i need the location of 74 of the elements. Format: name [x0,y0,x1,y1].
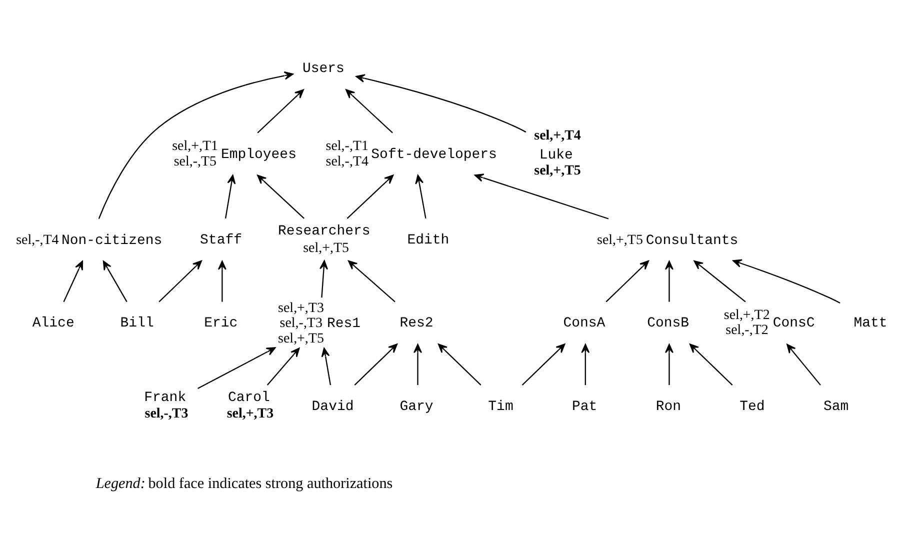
arrow [413,344,422,386]
node-label: sel,+,T4 [534,128,580,144]
node-label: sel,+,T5 [302,241,348,256]
arrow [580,344,590,386]
arrow [320,348,331,386]
arrow [355,74,526,133]
arrow [319,260,328,298]
node-label: sel,+,T5 [534,164,580,179]
node-text: Ted [739,398,764,415]
node-text: Res1 [326,316,360,332]
node-label: sel,-,T3 [144,406,188,422]
node-text: Researchers [278,224,370,240]
arrow [256,174,304,219]
node-text: Gary [399,398,433,415]
node-text: Tim [488,398,513,415]
node-label: sel,+,T5 [278,331,324,346]
node-text: Ron [655,398,680,415]
node-text: Carol [227,390,270,406]
node-label: sel,+,T1 [172,139,218,154]
node-label: sel,+,T5 [596,232,642,248]
arrow [98,71,293,219]
arrow [345,89,392,134]
node-text: Edith [406,232,449,248]
node-text: ConsC [772,316,814,332]
node-label: sel,-,T4 [325,154,368,170]
node-text: Non-citizens [61,232,162,249]
node-text: David [311,398,354,415]
arrow [521,344,565,386]
node-label: sel,-,T3 [279,316,322,332]
arrow [474,174,608,220]
node-label: sel,+,T2 [723,308,770,324]
node-text: Alice [32,316,74,332]
node-label: sel,+,T3 [226,406,274,422]
node-text: Matt [853,316,887,332]
node-label: sel,-,T4 [16,232,58,248]
node-label: sel,-,T2 [725,323,768,338]
arrow [102,260,127,302]
arrow [664,344,673,386]
node-label: sel,-,T1 [325,139,368,154]
arrow [158,260,202,302]
arrow [348,260,395,302]
arrow [732,259,840,304]
arrow [664,260,673,302]
node-text: Eric [204,316,238,332]
node-text: Luke [538,147,572,164]
node-text: Staff [200,232,242,248]
node-text: Res2 [399,316,433,332]
node-text: ConsB [646,316,689,332]
arrow [414,174,426,219]
node-text: Consultants [645,232,738,249]
arrow [354,344,398,386]
node-label: sel,-,T5 [173,154,216,170]
node-text: Employees [220,146,296,163]
arrow [224,174,236,219]
arrow [266,348,300,386]
node-text: Frank [144,390,186,406]
node-text: Sam [822,398,848,415]
arrow [346,174,394,219]
node-text: Users [302,61,344,78]
arrow [217,260,226,302]
node-text: Bill [120,316,154,332]
arrow [693,260,746,302]
node-label: sel,+,T3 [278,301,324,316]
node-text: Soft-developers [370,146,496,163]
node-text: Pat [572,398,597,415]
arrow [605,260,649,302]
arrow [688,344,732,386]
node-text: ConsA [562,316,605,332]
arrow [437,344,481,386]
arrow [256,89,304,134]
label: Legend: bold face indicates strong authorizations [95,476,392,492]
arrow [786,344,820,386]
arrow [62,260,82,302]
arrow [196,347,276,390]
